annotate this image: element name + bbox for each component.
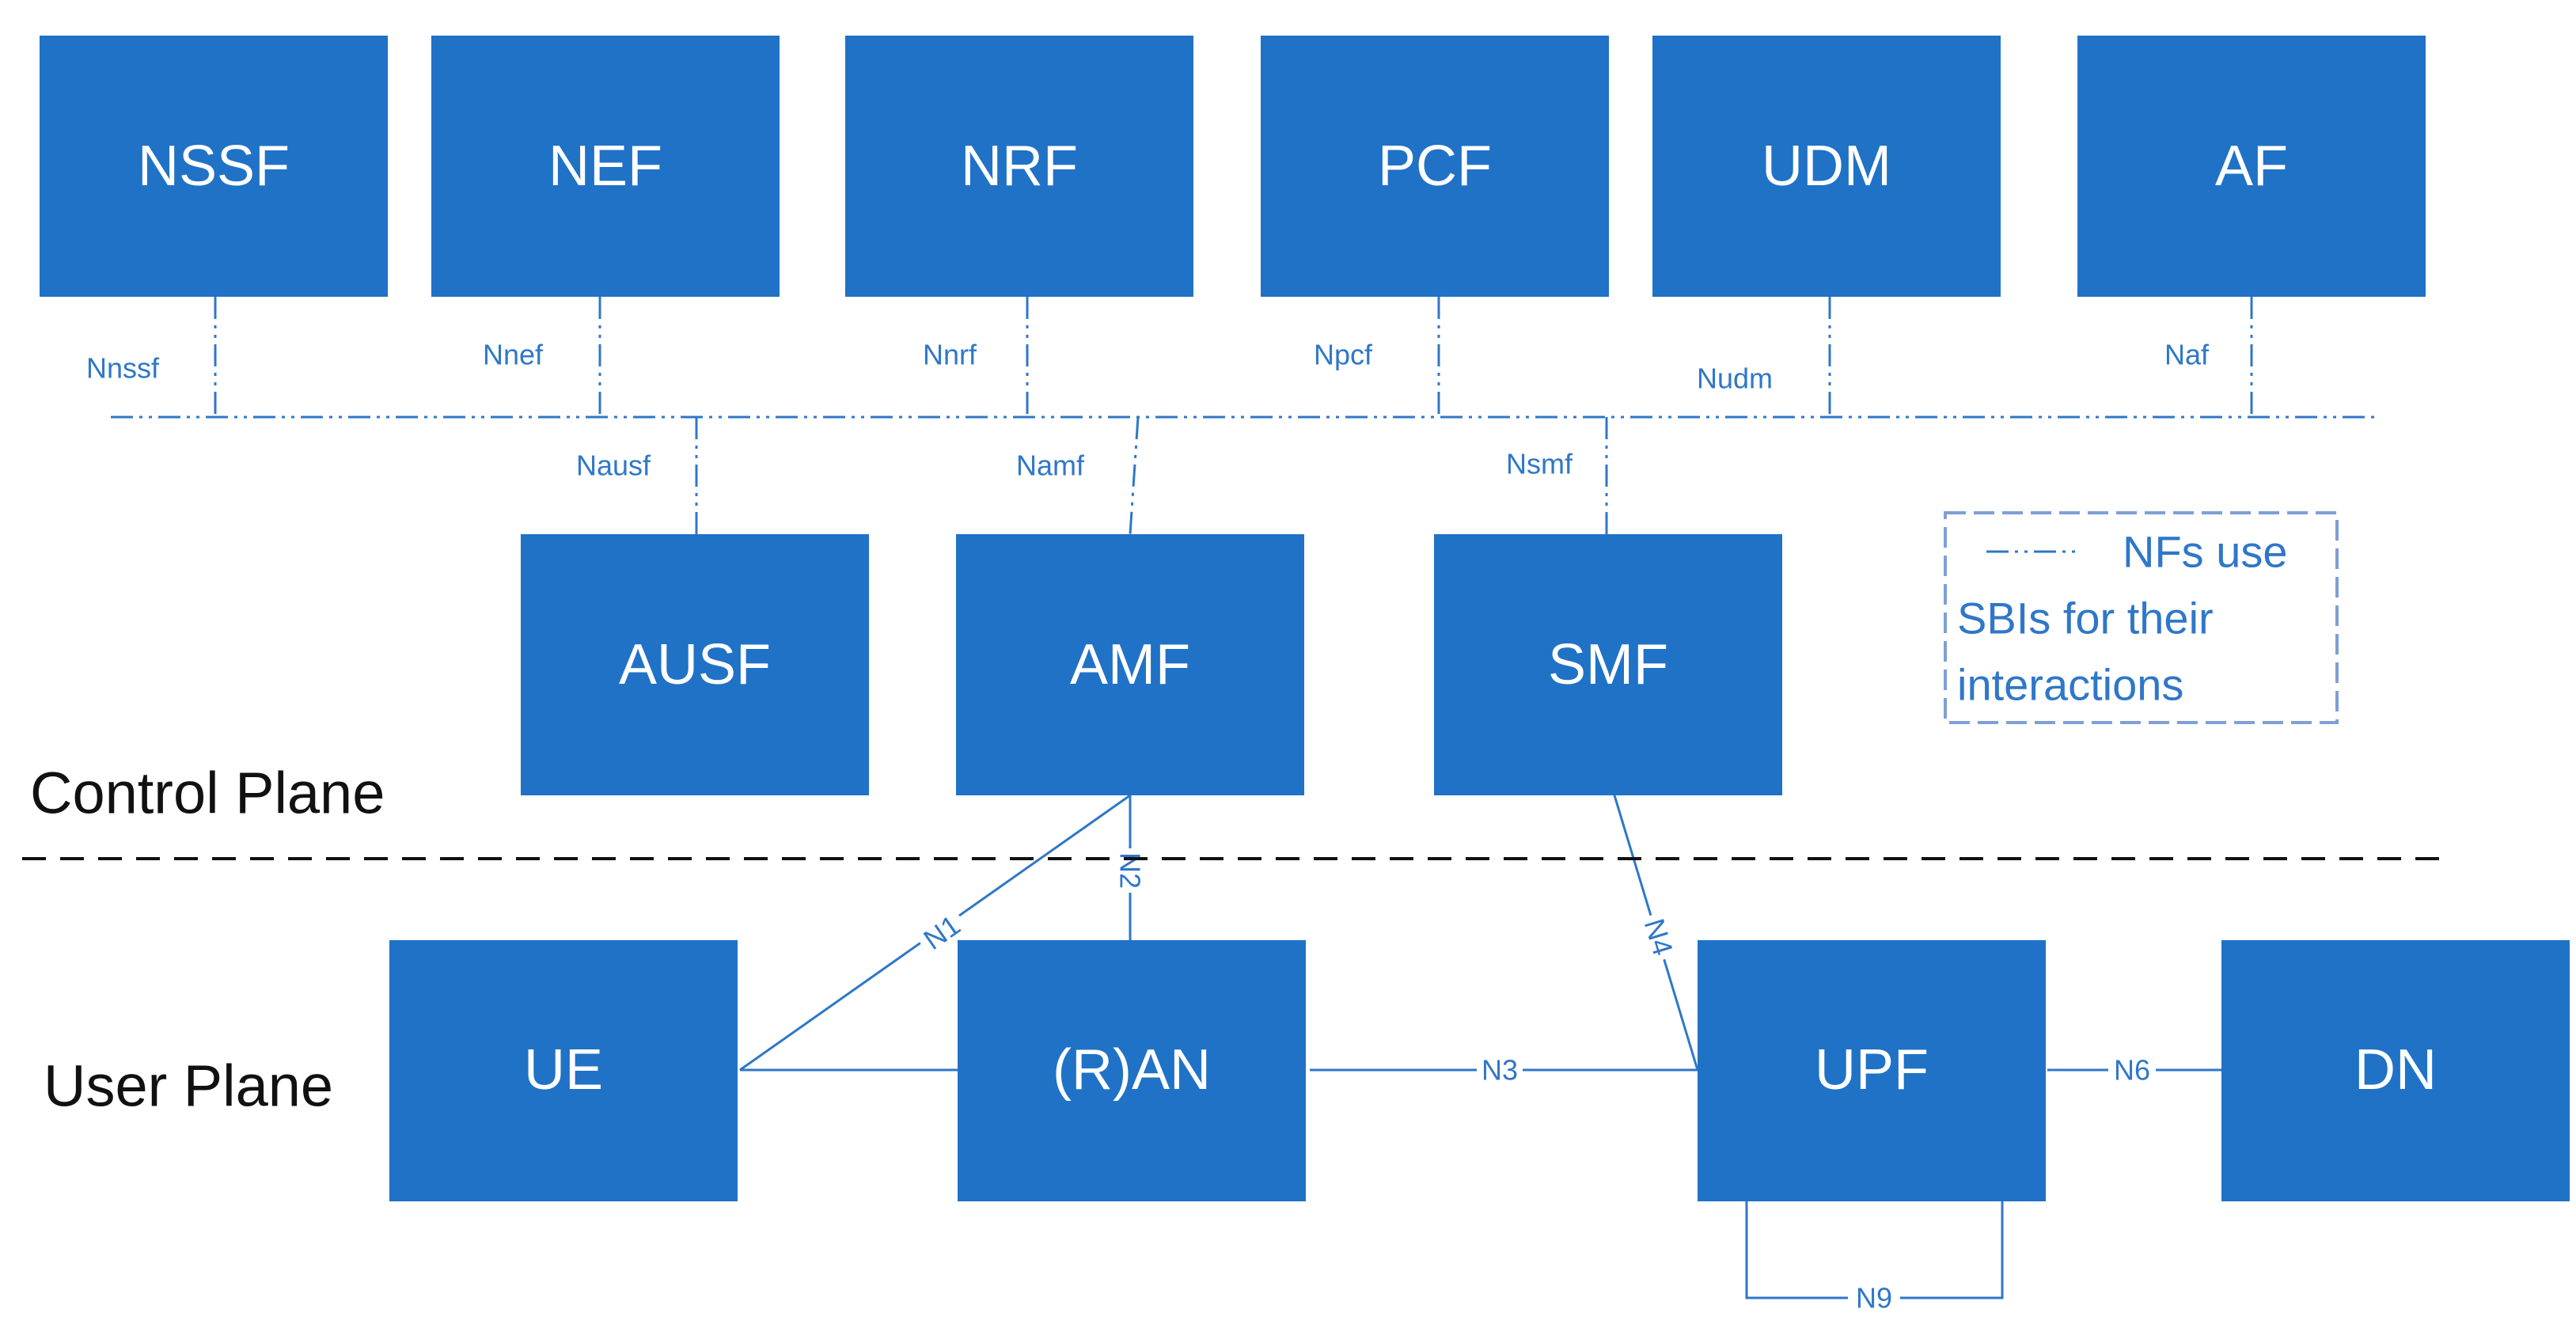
iface-label-npcf: Npcf	[1314, 339, 1373, 371]
user-plane-row: UE (R)AN UPF DN	[389, 940, 2570, 1201]
udm-box	[1652, 36, 2001, 297]
control-plane-middle-row: AUSF AMF SMF	[521, 534, 1782, 795]
dn-box	[2221, 940, 2570, 1201]
nef-box	[431, 36, 780, 297]
service-interface-labels: Nnssf Nnef Nnrf Npcf Nudm Naf Nausf Namf…	[86, 339, 2210, 482]
legend-frame	[1944, 511, 2339, 724]
upf-box	[1698, 940, 2046, 1201]
ausf-label: AUSF	[619, 633, 771, 696]
iface-label-nausf: Nausf	[576, 450, 651, 482]
ref-label-n9: N9	[1856, 1282, 1892, 1315]
pcf-label: PCF	[1378, 135, 1492, 198]
af-box	[2077, 36, 2426, 297]
udm-label: UDM	[1762, 135, 1891, 198]
smf-box	[1434, 534, 1782, 795]
ref-label-n6: N6	[2114, 1054, 2150, 1087]
iface-label-nnrf: Nnrf	[923, 339, 977, 371]
amf-label: AMF	[1070, 633, 1190, 696]
nssf-box	[40, 36, 388, 297]
nrf-label: NRF	[961, 135, 1078, 198]
iface-label-namf: Namf	[1016, 450, 1085, 482]
ran-box	[958, 940, 1306, 1201]
pcf-box	[1261, 36, 1609, 297]
legend-text-line1: NFs use	[2123, 527, 2288, 577]
control-plane-top-row: NSSF NEF NRF PCF UDM AF	[40, 36, 2426, 297]
iface-label-nnef: Nnef	[483, 339, 544, 371]
nrf-box	[845, 36, 1193, 297]
ran-label: (R)AN	[1053, 1038, 1211, 1102]
af-label: AF	[2215, 135, 2288, 198]
dn-label: DN	[2354, 1038, 2437, 1102]
iface-label-nsmf: Nsmf	[1506, 448, 1573, 480]
iface-label-naf: Naf	[2164, 339, 2210, 371]
legend: NFs use SBIs for their interactions	[1944, 511, 2339, 724]
smf-label: SMF	[1548, 633, 1668, 696]
legend-text-line2: SBIs for their	[1957, 594, 2214, 643]
ue-box	[389, 940, 738, 1201]
ausf-box	[521, 534, 869, 795]
amf-box	[956, 534, 1304, 795]
user-plane-label: User Plane	[44, 1053, 333, 1119]
iface-label-nudm: Nudm	[1697, 362, 1773, 395]
reference-point-labels: N2 N1 N3 N4 N6 N9	[912, 848, 2156, 1315]
ref-label-n3: N3	[1481, 1054, 1518, 1087]
amf-bus-connector	[1129, 416, 1140, 535]
nssf-label: NSSF	[138, 135, 290, 198]
nef-label: NEF	[548, 135, 662, 198]
service-bus	[111, 297, 2374, 535]
control-plane-label: Control Plane	[30, 761, 385, 826]
ue-label: UE	[524, 1038, 603, 1102]
legend-text-line3: interactions	[1957, 660, 2183, 710]
upf-label: UPF	[1815, 1038, 1929, 1102]
iface-label-nnssf: Nnssf	[86, 352, 160, 385]
plane-separation: Control Plane User Plane	[22, 761, 2441, 1119]
